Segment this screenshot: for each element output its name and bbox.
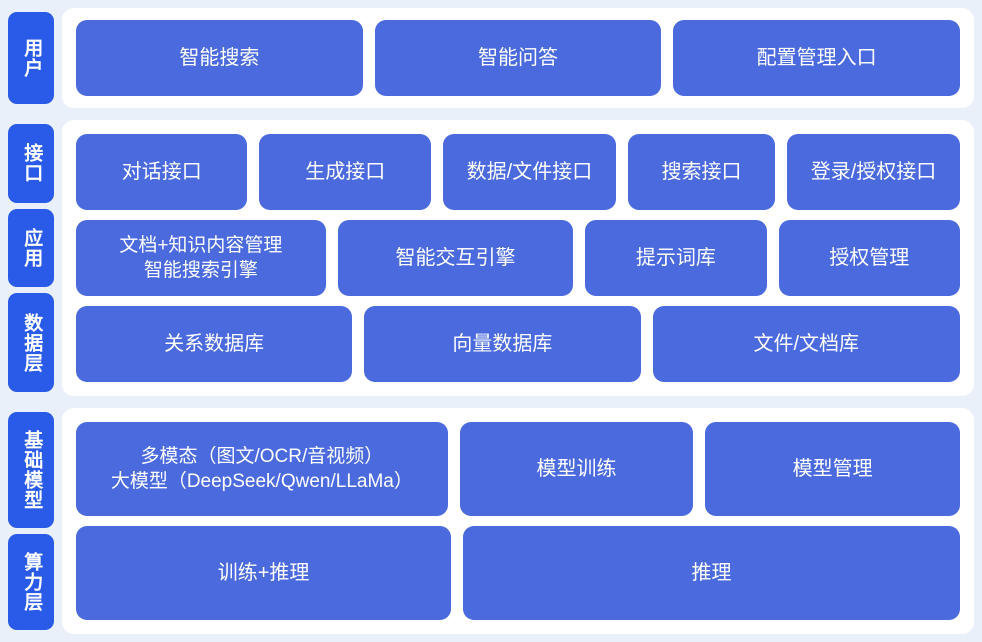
module-card[interactable]: 向量数据库 — [364, 306, 641, 382]
module-card[interactable]: 模型训练 — [459, 422, 694, 516]
layer-tab[interactable]: 基础模型 — [8, 412, 54, 528]
module-card[interactable]: 文档+知识内容管理 智能搜索引擎 — [76, 220, 326, 296]
module-card[interactable]: 授权管理 — [778, 220, 961, 296]
layer-tab[interactable]: 算力层 — [8, 534, 54, 630]
module-card[interactable]: 生成接口 — [259, 134, 431, 210]
module-card[interactable]: 关系数据库 — [76, 306, 353, 382]
layer-tab[interactable]: 应用 — [8, 208, 54, 288]
layer-tab[interactable]: 数据层 — [8, 293, 54, 393]
model-row: 多模态（图文/OCR/音视频） 大模型（DeepSeek/Qwen/LLaMa）… — [76, 422, 960, 516]
module-card[interactable]: 推理 — [463, 526, 960, 620]
module-card[interactable]: 搜索接口 — [627, 134, 775, 210]
module-card[interactable]: 多模态（图文/OCR/音视频） 大模型（DeepSeek/Qwen/LLaMa） — [76, 422, 448, 516]
layer-tab-rail-compute: 基础模型算力层 — [8, 408, 54, 634]
layer-tab[interactable]: 接口 — [8, 124, 54, 203]
data-row: 关系数据库向量数据库文件/文档库 — [76, 306, 960, 382]
module-card[interactable]: 智能交互引擎 — [337, 220, 574, 296]
layer-band-stack: 接口应用数据层对话接口生成接口数据/文件接口搜索接口登录/授权接口文档+知识内容… — [8, 120, 974, 396]
application-row: 文档+知识内容管理 智能搜索引擎智能交互引擎提示词库授权管理 — [76, 220, 961, 296]
layer-panel-compute: 多模态（图文/OCR/音视频） 大模型（DeepSeek/Qwen/LLaMa）… — [62, 408, 974, 634]
module-card[interactable]: 数据/文件接口 — [442, 134, 616, 210]
user-entry-row: 智能搜索智能问答配置管理入口 — [76, 20, 961, 96]
module-card[interactable]: 模型管理 — [705, 422, 960, 516]
layer-tab-rail-stack: 接口应用数据层 — [8, 120, 54, 396]
layer-band-users: 用户智能搜索智能问答配置管理入口 — [8, 8, 974, 108]
module-card[interactable]: 提示词库 — [585, 220, 767, 296]
module-card[interactable]: 对话接口 — [76, 134, 248, 210]
module-card[interactable]: 智能问答 — [374, 20, 662, 96]
layer-panel-stack: 对话接口生成接口数据/文件接口搜索接口登录/授权接口文档+知识内容管理 智能搜索… — [62, 120, 974, 396]
interface-row: 对话接口生成接口数据/文件接口搜索接口登录/授权接口 — [76, 134, 960, 210]
layer-band-compute: 基础模型算力层多模态（图文/OCR/音视频） 大模型（DeepSeek/Qwen… — [8, 408, 974, 634]
module-card[interactable]: 训练+推理 — [76, 526, 452, 620]
layer-panel-users: 智能搜索智能问答配置管理入口 — [62, 8, 974, 108]
module-card[interactable]: 登录/授权接口 — [787, 134, 960, 210]
module-card[interactable]: 文件/文档库 — [652, 306, 960, 382]
layer-tab[interactable]: 用户 — [8, 12, 54, 104]
infra-row: 训练+推理推理 — [76, 526, 960, 620]
layer-tab-rail-users: 用户 — [8, 8, 54, 108]
module-card[interactable]: 配置管理入口 — [673, 20, 961, 96]
module-card[interactable]: 智能搜索 — [76, 20, 363, 96]
